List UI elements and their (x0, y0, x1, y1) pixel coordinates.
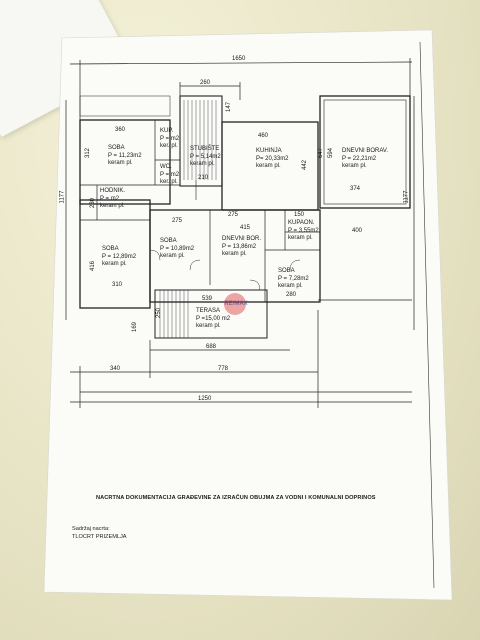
dim-280: 280 (286, 292, 297, 298)
room-area: P= 20,33m2 (256, 155, 289, 162)
room-hodnik: HODNIK. P = m2 keram pl. (100, 188, 125, 211)
dim-360: 360 (115, 127, 126, 133)
room-floor: keram pl. (108, 160, 133, 166)
dim-312: 312 (85, 147, 92, 159)
dim-250: 250 (156, 307, 163, 319)
room-name: SOBA (160, 238, 177, 244)
room-area: P = 11,23m2 (108, 152, 142, 159)
room-soba-4: SOBA P = 7,28m2 keram pl. (278, 268, 309, 291)
dim-right-side: 1177 (403, 190, 410, 204)
room-name: DNEVNI BORAV. (342, 148, 389, 154)
room-area: P = m2 (160, 135, 180, 142)
room-floor: keram pl. (102, 261, 127, 267)
room-area: P = 3,55m2 (288, 227, 319, 234)
room-stubiste: STUBIŠTE P = 5,14m2 keram pl. (190, 146, 221, 169)
room-area: P = 7,28m2 (278, 275, 309, 282)
room-name: KUP. (160, 128, 174, 134)
content-label: Sadržaj nacrta: (72, 526, 110, 532)
dim-310: 310 (112, 282, 123, 288)
room-floor: keram pl. (256, 163, 281, 169)
room-floor: keram pl. (288, 235, 313, 241)
room-floor: ker. pl. (160, 143, 178, 149)
room-soba-3: SOBA P = 10,89m2 keram pl. (160, 238, 194, 261)
watermark-text: RE/MAX (224, 301, 248, 307)
dim-top-total: 1650 (232, 56, 246, 62)
room-floor: keram pl. (278, 283, 303, 289)
dim-539: 539 (202, 296, 213, 302)
content-value: TLOCRT PRIZEMLJA (72, 534, 127, 540)
room-name: STUBIŠTE (190, 146, 220, 152)
dim-275-b: 275 (228, 212, 239, 218)
room-kup: KUP. P = m2 ker. pl. (160, 128, 179, 151)
balloon-icon (224, 293, 246, 315)
room-area: P = 22,21m2 (342, 155, 377, 162)
dim-415: 415 (240, 225, 251, 231)
dim-275-a: 275 (172, 218, 183, 224)
room-kupaon: KUPAON. P = 3,55m2 keram pl. (288, 220, 319, 243)
dim-374: 374 (350, 186, 361, 192)
room-soba-2: SOBA P = 12,89m2 keram pl. (102, 246, 136, 269)
room-soba-1: SOBA P = 11,23m2 keram pl. (108, 145, 142, 168)
room-name: KUPAON. (288, 220, 315, 226)
room-name: SOBA (278, 268, 295, 274)
room-floor: keram pl. (196, 323, 221, 329)
dim-left-side: 1177 (59, 190, 66, 204)
dim-150: 150 (294, 212, 305, 218)
room-floor: ker. pl. (160, 179, 178, 185)
room-area: P = 13,86m2 (222, 243, 257, 250)
room-floor: keram pl. (342, 163, 367, 169)
room-terasa: TERASA P =15,00 m2 keram pl. (196, 308, 230, 331)
dim-bottom-overall: 1250 (198, 396, 212, 402)
room-wc: WC. P = m2 ker. pl. (160, 164, 179, 187)
room-area: P = 10,89m2 (160, 245, 195, 252)
room-area: P =15,00 m2 (196, 315, 231, 322)
dim-210: 210 (198, 175, 209, 181)
document-title: NACRTNA DOKUMENTACIJA GRAĐEVINE ZA IZRAČ… (96, 495, 376, 501)
room-kuhinja: KUHINJA P= 20,33m2 keram pl. (256, 148, 289, 171)
remax-watermark-logo: RE/MAX (218, 293, 254, 317)
room-area: P = 5,14m2 (190, 153, 221, 160)
dim-terrace-width: 688 (206, 344, 217, 350)
room-dnevni-borav: DNEVNI BORAV. P = 22,21m2 keram pl. (342, 148, 388, 171)
room-name: DNEVNI BOR. (222, 236, 262, 242)
room-name: TERASA (196, 308, 221, 314)
dim-442: 442 (302, 159, 309, 171)
room-area: P = m2 (100, 195, 120, 202)
dim-230: 230 (90, 197, 97, 209)
dim-bottom-right: 778 (218, 366, 229, 372)
dim-147: 147 (226, 101, 233, 113)
dim-594: 594 (328, 147, 335, 159)
room-dnevni-bor: DNEVNI BOR. P = 13,86m2 keram pl. (222, 236, 261, 259)
room-floor: keram pl. (222, 251, 247, 257)
room-name: WC. (160, 164, 172, 170)
room-name: KUHINJA (256, 148, 282, 154)
room-name: HODNIK. (100, 188, 126, 194)
dim-bottom-left: 340 (110, 366, 121, 372)
dim-416: 416 (90, 260, 97, 272)
room-floor: keram pl. (160, 253, 185, 259)
room-area: P = 12,89m2 (102, 253, 137, 260)
room-area: P = m2 (160, 171, 180, 178)
dim-647: 647 (318, 147, 325, 159)
dim-169: 169 (132, 321, 139, 333)
room-floor: keram pl. (100, 203, 125, 209)
room-name: SOBA (102, 246, 119, 252)
dim-top-inner: 260 (200, 80, 211, 86)
room-name: SOBA (108, 145, 125, 151)
room-floor: keram pl. (190, 161, 215, 167)
dim-460: 460 (258, 133, 269, 139)
dim-400: 400 (352, 228, 363, 234)
